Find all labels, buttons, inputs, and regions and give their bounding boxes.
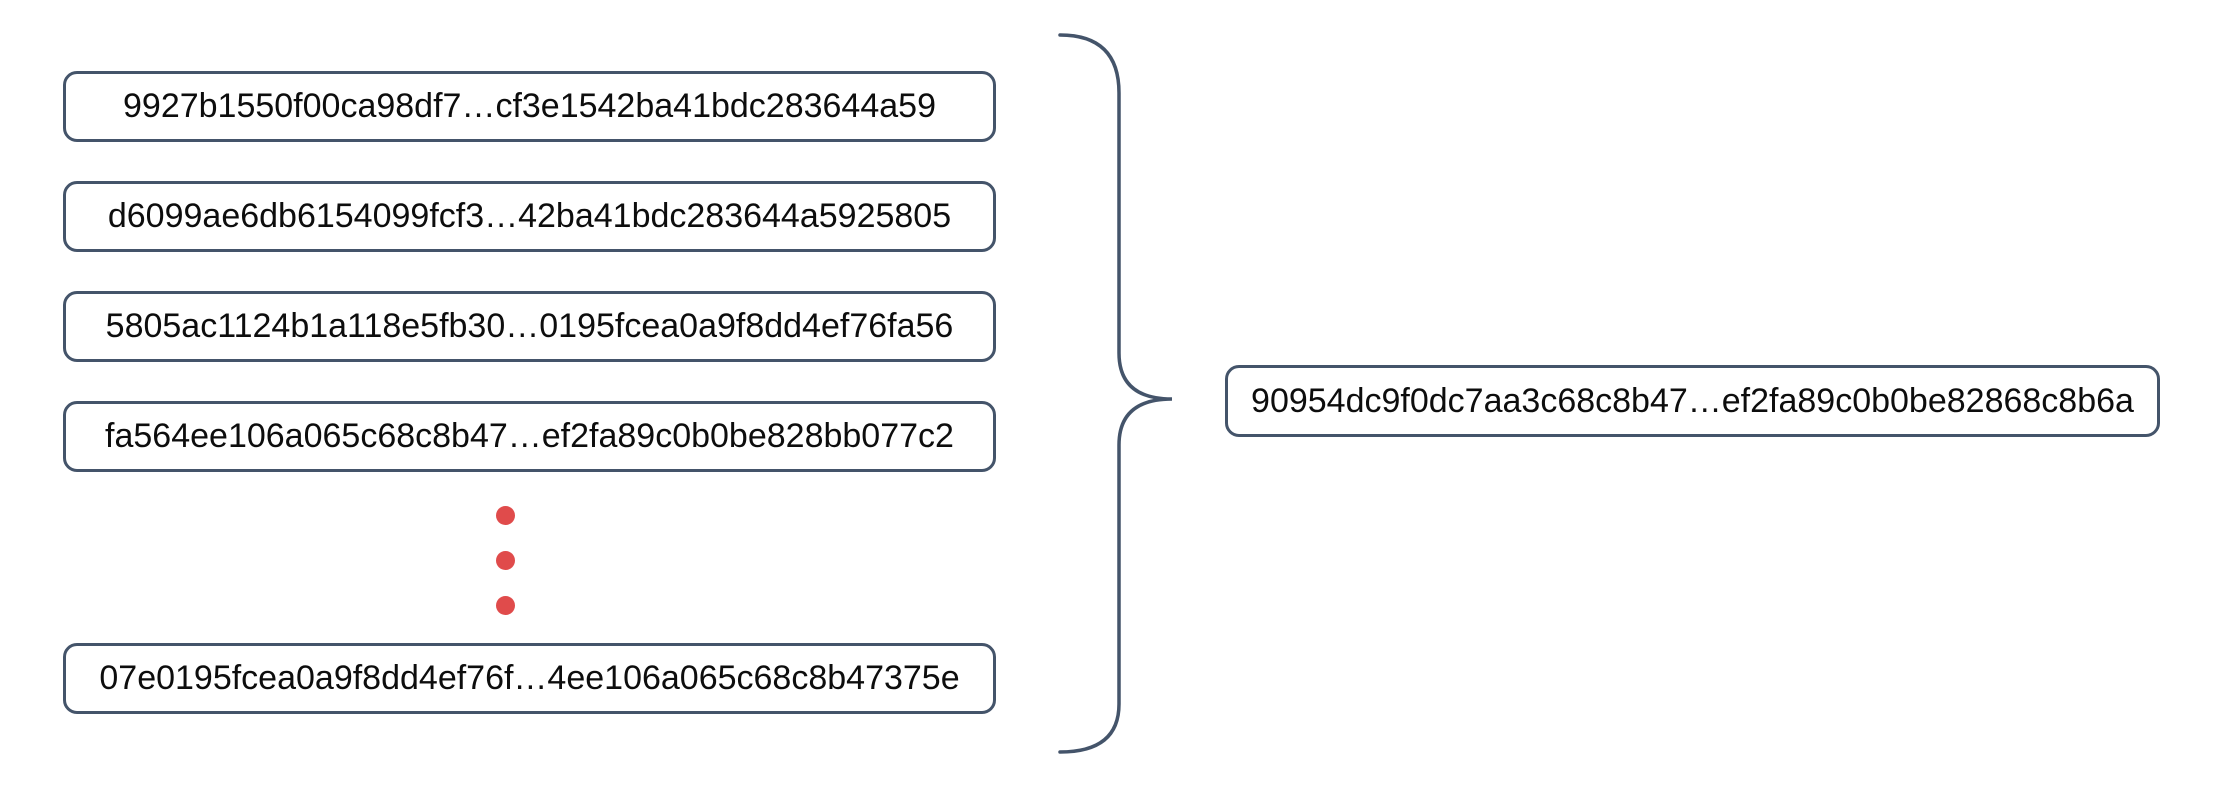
output-hash-block: 90954dc9f0dc7aa3c68c8b47…ef2fa89c0b0be82… [1225, 365, 2160, 437]
curly-brace-icon [1058, 33, 1173, 754]
input-hash-block-4: fa564ee106a065c68c8b47…ef2fa89c0b0be828b… [63, 401, 996, 472]
input-hash-block-2: d6099ae6db6154099fcf3…42ba41bdc283644a59… [63, 181, 996, 252]
input-hash-block-last: 07e0195fcea0a9f8dd4ef76f…4ee106a065c68c8… [63, 643, 996, 714]
input-hash-block-3: 5805ac1124b1a118e5fb30…0195fcea0a9f8dd4e… [63, 291, 996, 362]
ellipsis-dot-icon [496, 551, 515, 570]
ellipsis-dot-icon [496, 596, 515, 615]
input-hash-block-1: 9927b1550f00ca98df7…cf3e1542ba41bdc28364… [63, 71, 996, 142]
ellipsis-dot-icon [496, 506, 515, 525]
